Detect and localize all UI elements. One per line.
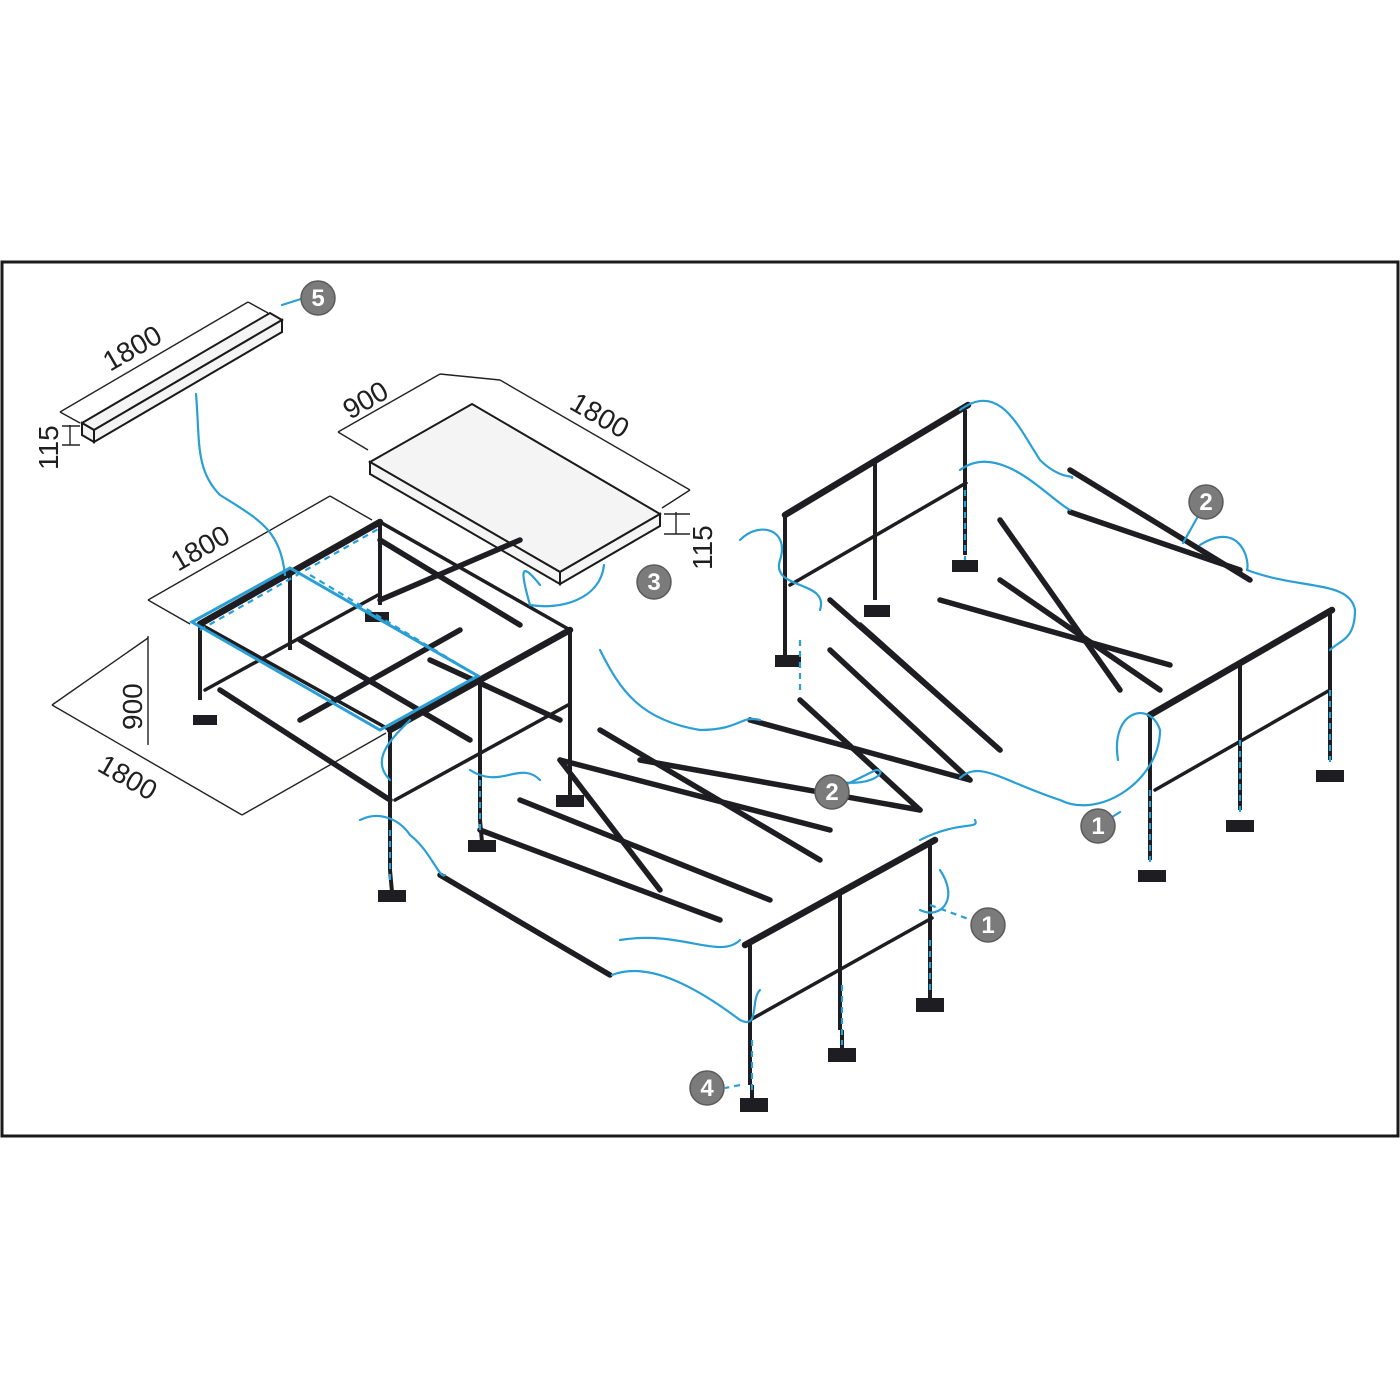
stage-unit-left: [188, 518, 584, 902]
stage-unit-middle: [437, 697, 973, 1112]
callout-2-middle-label: 2: [825, 779, 838, 806]
callout-5-label: 5: [311, 285, 324, 312]
deck-thickness-label: 115: [687, 525, 718, 570]
callout-2-right: 2: [1188, 484, 1224, 520]
callout-1-middle-label: 1: [981, 912, 994, 939]
callout-1-right-label: 1: [1091, 813, 1104, 840]
callout-4-label: 4: [700, 1075, 714, 1102]
callout-1-middle: 1: [970, 907, 1006, 943]
diagram-border: [0, 260, 1400, 1138]
callout-3-label: 3: [647, 569, 660, 596]
callout-4: 4: [689, 1070, 725, 1106]
footprint-width-label: 900: [117, 683, 148, 730]
callout-3: 3: [636, 564, 672, 600]
callout-5: 5: [300, 280, 336, 316]
callout-1-right: 1: [1080, 808, 1116, 844]
callout-2-middle: 2: [814, 774, 850, 810]
deck-part: 900 1800 115: [338, 373, 718, 586]
callout-2-right-label: 2: [1199, 489, 1212, 516]
beam-height-label: 115: [33, 425, 64, 470]
